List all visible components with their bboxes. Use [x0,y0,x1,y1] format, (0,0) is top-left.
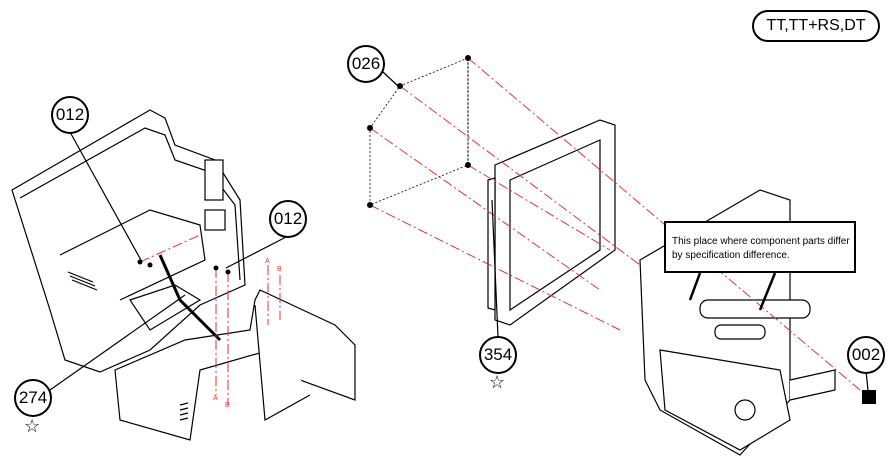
screw-group-outline [369,57,469,206]
alignment-mark-a: A [265,258,270,265]
variant-badge: TT,TT+RS,DT [752,10,880,42]
callout-leaders [49,71,869,391]
part-label-354: 354 [479,336,517,374]
alignment-mark-b: B [225,402,230,409]
screws [137,55,876,404]
alignment-mark-b: B [277,266,282,273]
star-mark-354: ☆ [489,372,506,392]
part-label-002: 002 [847,336,885,374]
star-mark-274: ☆ [24,416,41,436]
part-label-274: 274 [14,379,52,417]
frame-354 [487,119,616,326]
alignment-mark-a: A [213,395,218,402]
part-label-012: 012 [269,200,307,238]
left-cover-assembly [11,109,356,441]
specification-callout: This place where component parts differ … [664,221,856,273]
part-label-012: 012 [51,96,89,134]
part-label-026: 026 [347,45,385,83]
